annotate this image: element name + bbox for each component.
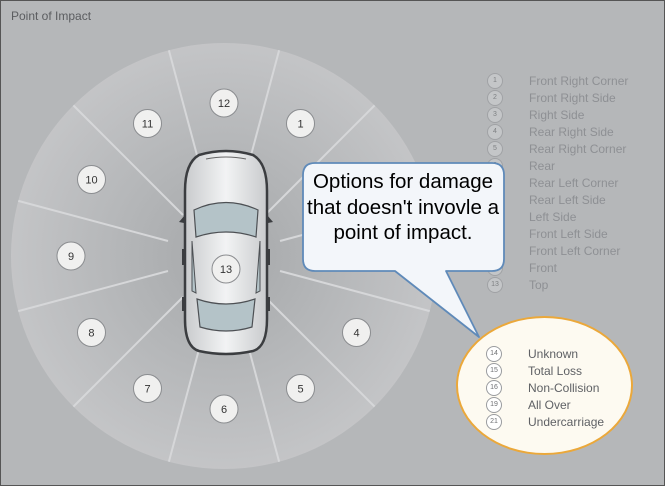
other-option-14[interactable]: 14 Unknown <box>486 345 636 362</box>
zone-badge-label: 9 <box>68 251 74 263</box>
zone-badge-label: 5 <box>297 383 303 395</box>
legend-item-4[interactable]: 4 Rear Right Side <box>487 123 657 140</box>
zone-divider <box>264 296 376 408</box>
zone-divider <box>72 104 184 216</box>
zone-badge-12[interactable]: 12 <box>209 88 239 118</box>
zone-badge-9[interactable]: 9 <box>56 241 86 271</box>
zone-badge-13[interactable]: 13 <box>211 254 241 284</box>
zone-badge-7[interactable]: 7 <box>133 374 162 404</box>
option-label: Front Right Side <box>529 90 616 105</box>
zone-badge-label: 1 <box>297 118 303 130</box>
number-badge: 5 <box>487 140 503 157</box>
legend-item-3[interactable]: 3 Right Side <box>487 106 657 123</box>
number-badge: 19 <box>486 396 502 413</box>
zone-badge-4[interactable]: 4 <box>342 318 372 347</box>
car-top-view-icon <box>179 149 273 356</box>
other-option-21[interactable]: 21 Undercarriage <box>486 413 636 430</box>
zone-divider <box>17 199 169 242</box>
panel-title: Point of Impact <box>11 9 92 23</box>
number-badge: 14 <box>486 345 502 362</box>
option-label: Rear Left Corner <box>529 175 619 190</box>
option-label: Left Side <box>529 209 577 224</box>
number-badge: 1 <box>487 72 503 89</box>
other-option-16[interactable]: 16 Non-Collision <box>486 379 636 396</box>
option-label: Front Left Side <box>529 226 608 241</box>
legend-item-13[interactable]: 13 Top <box>487 276 657 293</box>
option-label: Top <box>529 277 549 292</box>
zone-badge-5[interactable]: 5 <box>286 374 315 404</box>
zone-badge-label: 10 <box>85 174 97 186</box>
number-badge: 16 <box>486 379 502 396</box>
option-label: All Over <box>528 397 571 412</box>
option-label: Undercarriage <box>528 414 605 429</box>
option-label: Non-Collision <box>528 380 600 395</box>
other-option-15[interactable]: 15 Total Loss <box>486 362 636 379</box>
option-label: Rear Right Corner <box>529 141 627 156</box>
callout-text: Options for damage that doesn't invovle … <box>307 170 499 244</box>
impact-zone-legend: 1 Front Right Corner 2 Front Right Side 3 Rig… <box>487 72 657 293</box>
zone-badge-11[interactable]: 11 <box>133 108 162 138</box>
number-badge: 4 <box>487 123 503 140</box>
zone-badge-label: 6 <box>221 404 227 416</box>
zone-divider <box>17 270 169 313</box>
zone-badge-10[interactable]: 10 <box>76 165 106 194</box>
legend-item-2[interactable]: 2 Front Right Side <box>487 89 657 106</box>
zone-badge-6[interactable]: 6 <box>209 394 239 424</box>
zone-badge-1[interactable]: 1 <box>286 108 315 138</box>
option-label: Unknown <box>528 346 579 361</box>
option-label: Rear Right Side <box>529 124 614 139</box>
legend-item-5[interactable]: 5 Rear Right Corner <box>487 140 657 157</box>
zone-badge-label: 7 <box>144 383 150 395</box>
legend-item-1[interactable]: 1 Front Right Corner <box>487 72 657 89</box>
number-badge: 2 <box>487 89 503 106</box>
option-label: Total Loss <box>528 363 583 378</box>
other-option-19[interactable]: 19 All Over <box>486 396 636 413</box>
number-badge: 13 <box>487 276 503 293</box>
zone-badge-label: 12 <box>218 98 230 110</box>
zone-divider <box>264 104 376 216</box>
zone-badge-label: 13 <box>220 264 232 276</box>
number-badge: 15 <box>486 362 502 379</box>
other-options-highlight <box>456 316 633 455</box>
other-options-list: 14 Unknown 15 Total Loss 16 Non-Collision 19 Al… <box>486 345 636 430</box>
option-label: Front <box>529 260 558 275</box>
number-badge: 21 <box>486 413 502 430</box>
zone-divider <box>72 296 184 408</box>
zone-badge-8[interactable]: 8 <box>76 318 106 347</box>
option-label: Rear Left Side <box>529 192 606 207</box>
option-label: Rear <box>529 158 556 173</box>
option-label: Front Right Corner <box>529 73 629 88</box>
zone-badge-label: 8 <box>88 327 94 339</box>
number-badge: 3 <box>487 106 503 123</box>
option-label: Right Side <box>529 107 585 122</box>
zone-badge-label: 11 <box>142 118 153 130</box>
zone-badge-label: 4 <box>353 327 359 339</box>
option-label: Front Left Corner <box>529 243 621 258</box>
